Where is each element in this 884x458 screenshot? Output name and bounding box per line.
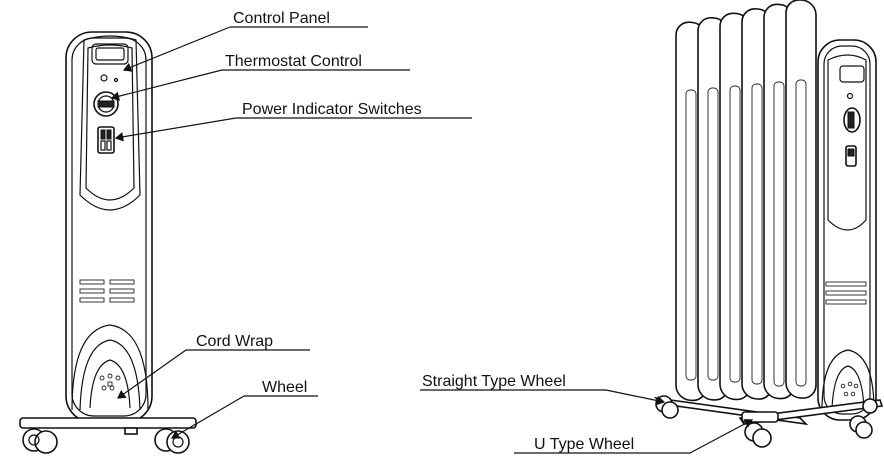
label-cord-wrap: Cord Wrap	[196, 333, 273, 350]
label-power-indicator-switches: Power Indicator Switches	[242, 101, 422, 118]
label-straight-type-wheel: Straight Type Wheel	[422, 373, 566, 390]
label-u-type-wheel: U Type Wheel	[534, 436, 634, 453]
oil-heater-perspective-icon	[653, 0, 884, 448]
label-thermostat-control: Thermostat Control	[225, 53, 362, 70]
label-wheel: Wheel	[262, 379, 307, 396]
oil-heater-front-icon	[19, 31, 197, 454]
label-control-panel: Control Panel	[233, 10, 330, 27]
callout-lines	[110, 26, 754, 454]
